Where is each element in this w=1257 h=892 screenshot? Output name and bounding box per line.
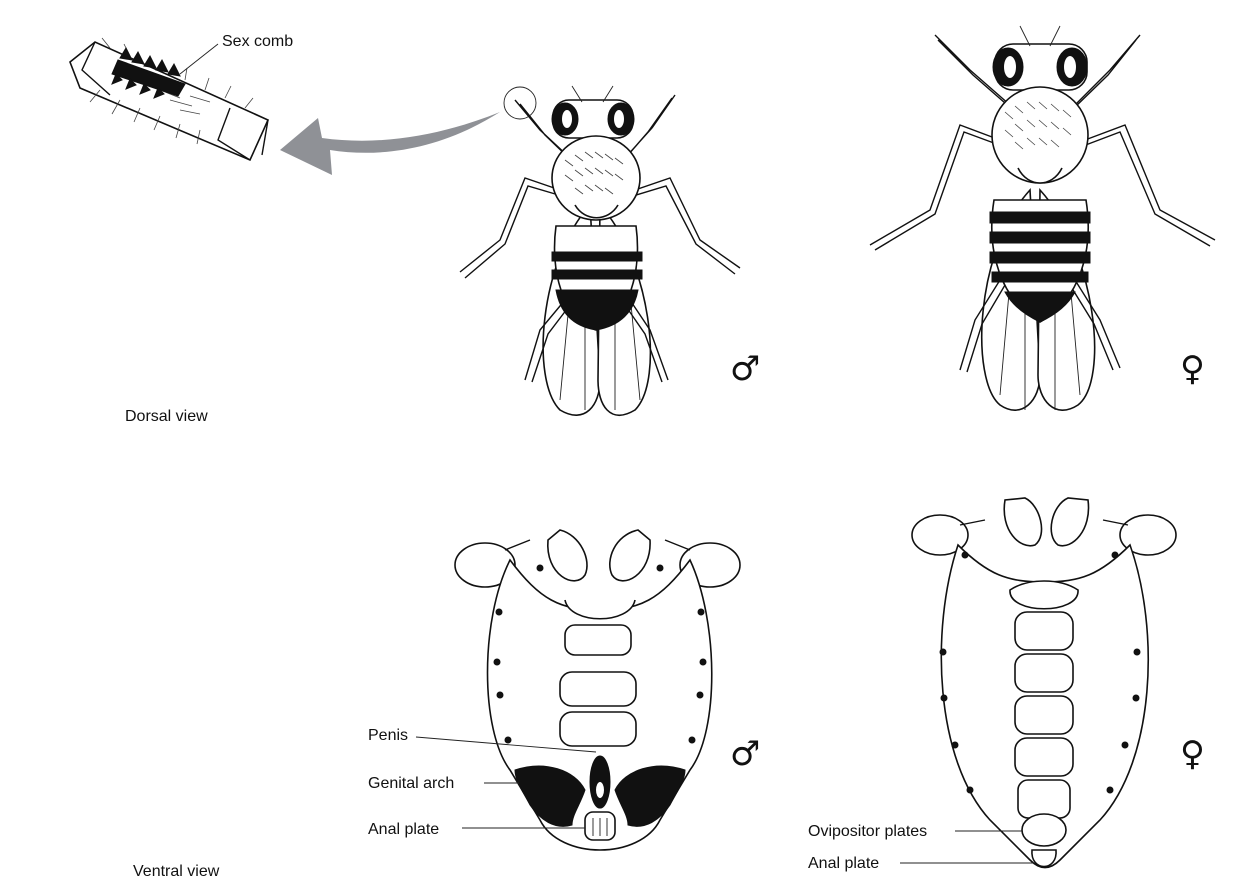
- dorsal-view-label: Dorsal view: [125, 408, 208, 425]
- anal-plate-female-label: Anal plate: [808, 855, 879, 872]
- female-abdomen-ventral: Ovipositor plates Anal plate ♀: [808, 498, 1205, 872]
- male-symbol-dorsal: ♂: [730, 349, 760, 389]
- ventral-view-label: Ventral view: [133, 863, 220, 880]
- magnify-arrow: [280, 112, 500, 175]
- female-fly-dorsal: ♀: [870, 26, 1215, 410]
- male-symbol-ventral: ♂: [730, 734, 760, 774]
- female-symbol-dorsal: ♀: [1180, 349, 1205, 389]
- penis-label: Penis: [368, 727, 408, 744]
- male-abdomen-ventral: Penis Genital arch Anal plate ♂: [368, 530, 760, 850]
- male-fly-dorsal: ♂: [460, 86, 760, 415]
- sex-comb-inset: Sex comb: [70, 33, 293, 160]
- ovipositor-plates-label: Ovipositor plates: [808, 823, 927, 840]
- genital-arch-label: Genital arch: [368, 775, 454, 792]
- sex-comb-label: Sex comb: [222, 33, 293, 50]
- female-symbol-ventral: ♀: [1180, 734, 1205, 774]
- anal-plate-male-label: Anal plate: [368, 821, 439, 838]
